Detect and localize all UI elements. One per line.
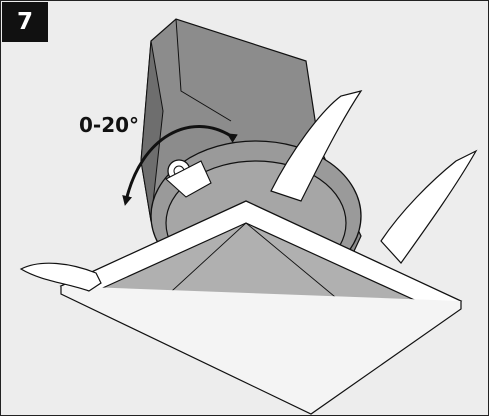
housing-ridge <box>175 18 232 122</box>
spring-clip-left <box>19 262 102 292</box>
trim-rim <box>60 286 462 415</box>
spring-clip-back <box>270 90 363 202</box>
tilt-angle-label: 0-20° <box>79 113 140 137</box>
tilt-arrow <box>122 125 238 206</box>
spring-clip-right <box>380 149 478 264</box>
step-number-badge: 7 <box>2 2 48 42</box>
